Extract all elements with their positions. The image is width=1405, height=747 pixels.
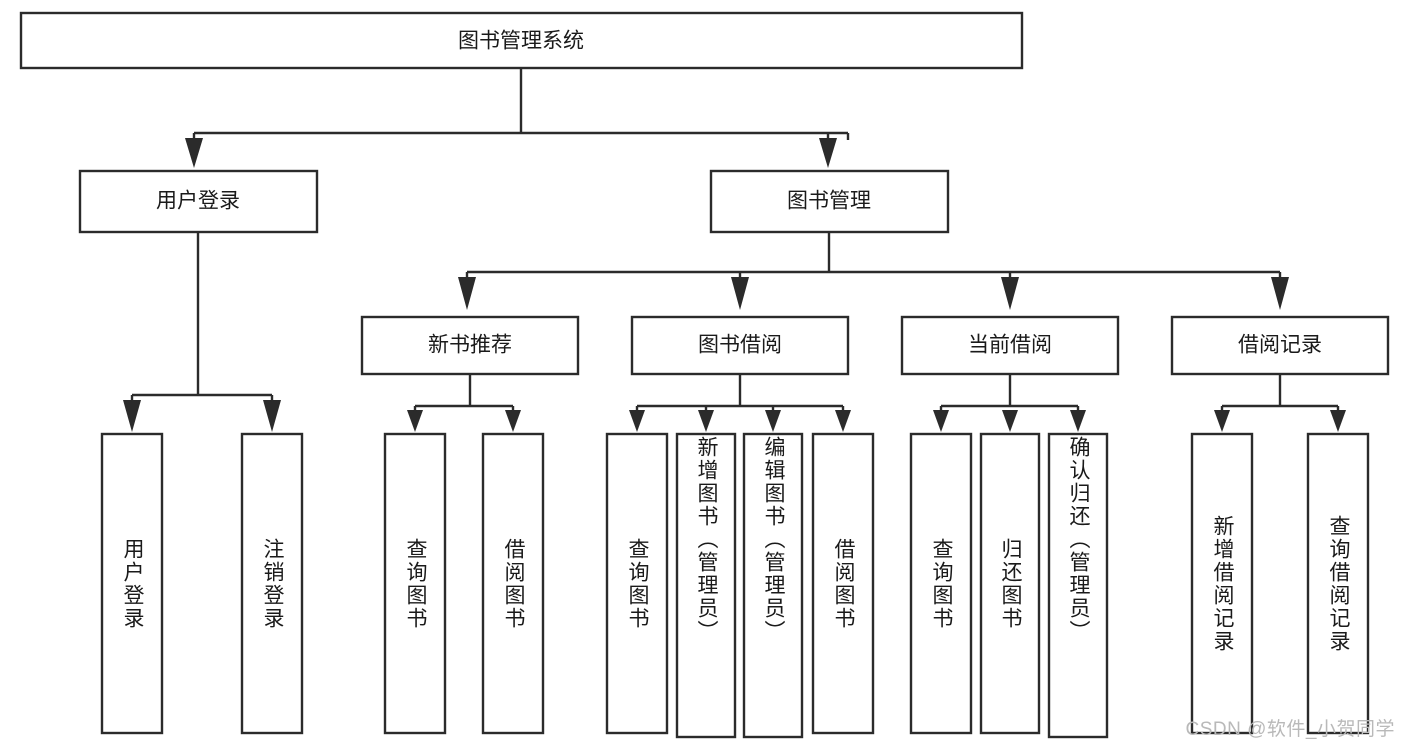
- arrow-head-icon: [263, 400, 281, 432]
- arrow-head-icon: [629, 410, 645, 432]
- leaf-box-book-borrow-3[interactable]: [811, 432, 875, 735]
- leaf-box-book-borrow-1[interactable]: [675, 432, 737, 739]
- connector-root-to-level2: [185, 68, 850, 168]
- arrow-head-icon: [819, 138, 837, 168]
- node-new-book-rec[interactable]: 新书推荐: [360, 315, 580, 376]
- arrow-head-icon: [933, 410, 949, 432]
- connector-book-management-to-level3: [458, 232, 1289, 310]
- arrow-head-icon: [1330, 410, 1346, 432]
- leaf-box-current-borrow-0[interactable]: [909, 432, 973, 735]
- arrow-head-icon: [698, 410, 714, 432]
- node-book-management-label: 图书管理: [787, 190, 871, 213]
- arrow-head-icon: [123, 400, 141, 432]
- arrow-head-icon: [835, 410, 851, 432]
- node-book-borrow[interactable]: 图书借阅: [630, 315, 850, 376]
- arrow-head-icon: [458, 277, 476, 310]
- node-borrow-record[interactable]: 借阅记录: [1170, 315, 1390, 376]
- arrow-head-icon: [505, 410, 521, 432]
- connector-book-borrow-to-leaves: [629, 374, 851, 432]
- node-root-label: 图书管理系统: [458, 30, 584, 53]
- leaf-box-user-login-1[interactable]: [240, 432, 304, 735]
- node-root-box[interactable]: [19, 11, 1024, 70]
- leaf-box-current-borrow-1[interactable]: [979, 432, 1041, 735]
- node-user-login-label: 用户登录: [156, 190, 240, 213]
- node-new-book-rec-label: 新书推荐: [428, 334, 512, 357]
- node-book-borrow-label: 图书借阅: [698, 334, 782, 357]
- arrow-head-icon: [1070, 410, 1086, 432]
- node-root[interactable]: 图书管理系统: [19, 11, 1024, 70]
- node-borrow-record-label: 借阅记录: [1238, 334, 1322, 357]
- leaf-box-borrow-record-0[interactable]: [1190, 432, 1254, 735]
- node-new-book-rec-box[interactable]: [360, 315, 580, 376]
- node-user-login[interactable]: 用户登录: [78, 169, 319, 234]
- connector-current-borrow-to-leaves: [933, 374, 1086, 432]
- leaf-box-borrow-record-1[interactable]: [1306, 432, 1370, 735]
- arrow-head-icon: [1002, 410, 1018, 432]
- connector-user-login-to-leaves: [123, 232, 281, 432]
- arrow-head-icon: [1214, 410, 1230, 432]
- node-book-management[interactable]: 图书管理: [709, 169, 950, 234]
- leaf-box-user-login-0[interactable]: [100, 432, 164, 735]
- leaf-box-new-book-1[interactable]: [481, 432, 545, 735]
- leaf-box-book-borrow-0[interactable]: [605, 432, 669, 735]
- leaf-box-new-book-0[interactable]: [383, 432, 447, 735]
- arrow-head-icon: [407, 410, 423, 432]
- node-current-borrow-box[interactable]: [900, 315, 1120, 376]
- arrow-head-icon: [765, 410, 781, 432]
- node-current-borrow[interactable]: 当前借阅: [900, 315, 1120, 376]
- arrow-head-icon: [185, 138, 203, 168]
- arrow-head-icon: [731, 277, 749, 310]
- leaf-box-book-borrow-2[interactable]: [742, 432, 804, 739]
- connector-new-book-rec-to-leaves: [407, 374, 521, 432]
- arrow-head-icon: [1001, 277, 1019, 310]
- arrow-head-icon: [1271, 277, 1289, 310]
- connector-borrow-record-to-leaves: [1214, 374, 1346, 432]
- csdn-watermark: CSDN @软件_小贺同学: [1185, 719, 1395, 740]
- node-current-borrow-label: 当前借阅: [968, 334, 1052, 357]
- node-user-login-box[interactable]: [78, 169, 319, 234]
- leaf-box-current-borrow-2[interactable]: [1047, 432, 1109, 739]
